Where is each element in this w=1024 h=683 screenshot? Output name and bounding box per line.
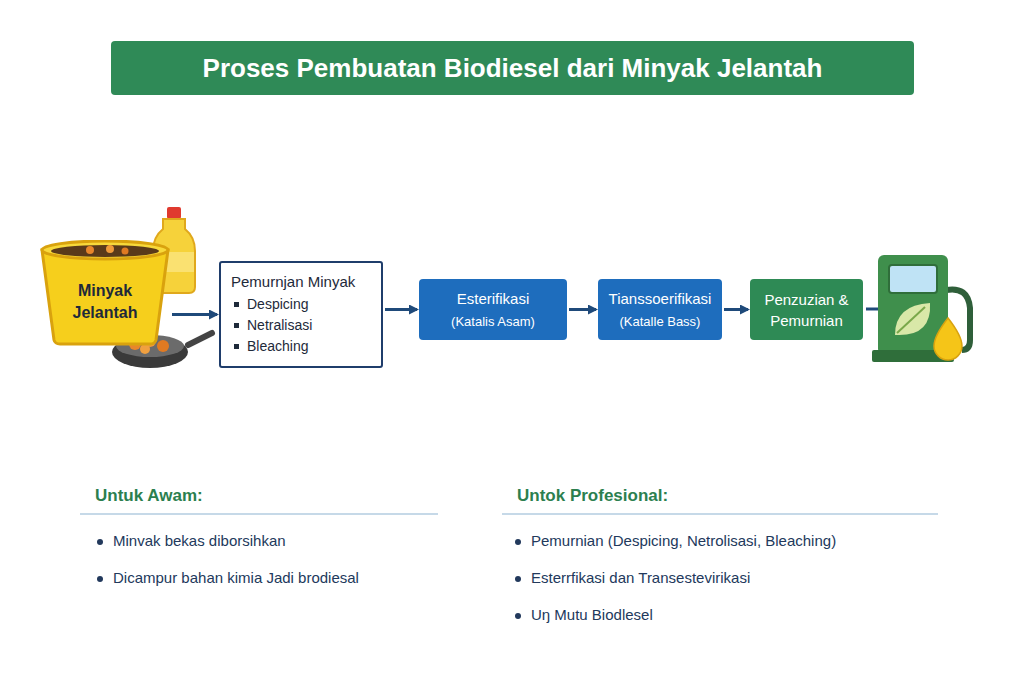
node-text: Bleaching [231, 336, 309, 357]
process-box: Tianssoerifikasi (Katalle Bass) [598, 279, 722, 340]
bullet-square [234, 302, 239, 307]
process-box: Penzuzian & Pemurnian [750, 279, 863, 340]
fuel-pump [872, 255, 970, 362]
bullet-item: Esterrfikasi dan Transestevirikasi [531, 569, 750, 586]
node-text: Netralisasi [231, 315, 312, 336]
section-heading: Untok Profesional: [517, 486, 668, 506]
node-text: Minyak Jelantah [59, 280, 151, 323]
bullet-dot [515, 539, 521, 545]
bullet-dot [97, 539, 103, 545]
flow-arrow [172, 313, 217, 316]
node-text: Esterifikasi [457, 288, 530, 309]
process-box: Esterifikasi (Katalis Asam) [419, 279, 567, 340]
title-banner: Proses Pembuatan Biodiesel dari Minyak J… [111, 41, 914, 95]
node-text: Despicing [231, 294, 308, 315]
divider-line [502, 513, 938, 515]
process-box: Pemurnjan MinyakDespicingNetralisasiBlea… [219, 261, 383, 368]
flow-arrow [724, 308, 748, 311]
divider-line [80, 513, 438, 515]
flow-arrow [569, 308, 596, 311]
bullet-dot [515, 576, 521, 582]
node-text: Tianssoerifikasi [609, 288, 712, 309]
oil-bucket: Minyak Jelantah [40, 240, 170, 346]
node-text: Penzuzian & Pemurnian [758, 289, 855, 331]
bullet-dot [97, 576, 103, 582]
bullet-item: Minvak bekas diborsihkan [113, 532, 286, 549]
bullet-item: Pemurnian (Despicing, Netrolisasi, Bleac… [531, 532, 836, 549]
bullet-square [234, 344, 239, 349]
bullet-item: Uŋ Mutu Biodlesel [531, 606, 653, 623]
flow-arrow [385, 308, 417, 311]
node-text: (Katalle Bass) [620, 313, 701, 331]
bullet-square [234, 323, 239, 328]
title-text: Proses Pembuatan Biodiesel dari Minyak J… [203, 53, 823, 84]
bullet-item: Dicampur bahan kimia Jadi brodiesal [113, 569, 359, 586]
node-text: Pemurnjan Minyak [231, 273, 355, 290]
bullet-dot [515, 613, 521, 619]
section-heading: Untuk Awam: [95, 486, 203, 506]
node-text: (Katalis Asam) [451, 313, 535, 331]
